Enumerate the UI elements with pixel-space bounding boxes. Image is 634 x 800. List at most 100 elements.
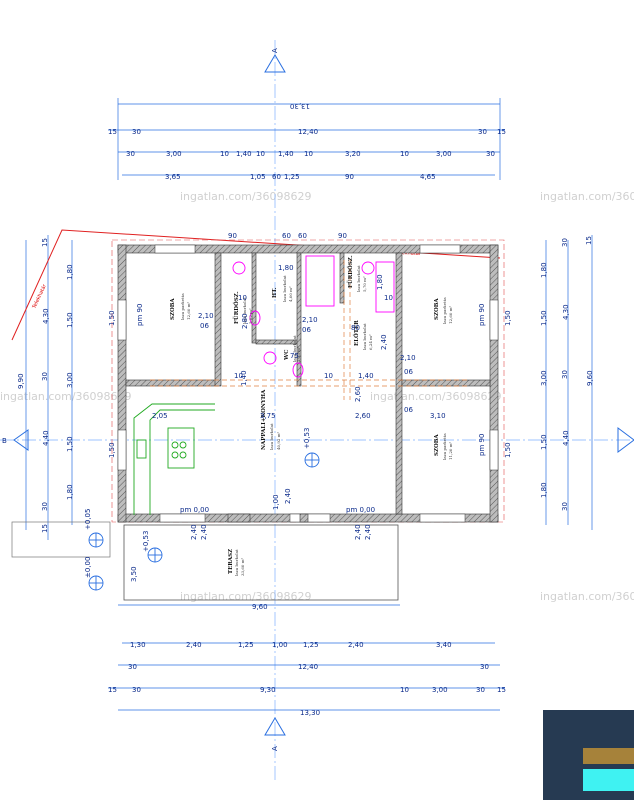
- svg-text:12,60 m²: 12,60 m²: [448, 305, 453, 324]
- svg-text:4,30: 4,30: [562, 304, 570, 320]
- section-marker-top: [264, 54, 286, 73]
- section-label-top: A: [271, 48, 279, 53]
- watermark: ingatlan.com/36098629: [540, 190, 634, 203]
- watermark: ingatlan.com/36098629: [180, 590, 312, 603]
- svg-text:10: 10: [400, 150, 409, 158]
- svg-text:1,50: 1,50: [108, 442, 116, 458]
- dim-bottom-total: 13,30: [300, 709, 320, 717]
- watermark: ingatlan.com/36098629: [180, 190, 312, 203]
- svg-text:ELŐTÉR: ELŐTÉR: [352, 320, 360, 346]
- svg-text:3,75: 3,75: [260, 412, 276, 420]
- svg-text:30: 30: [41, 372, 49, 381]
- section-marker-bottom: [264, 717, 286, 736]
- svg-text:1,50: 1,50: [540, 310, 548, 326]
- room-label-furdo-1: FÜRDŐSZ. laza burkolat 5,82 m²: [233, 291, 253, 324]
- svg-text:2,13 m²: 2,13 m²: [296, 346, 301, 362]
- svg-text:1,80: 1,80: [376, 274, 384, 290]
- level-label: +0,53: [142, 531, 150, 552]
- svg-text:12,60 m²: 12,60 m²: [186, 301, 191, 320]
- room-label-szoba-3: SZOBA laza parketta 11,20 m²: [434, 433, 453, 460]
- svg-text:4,30: 4,30: [42, 308, 50, 324]
- svg-text:30: 30: [561, 502, 569, 511]
- svg-text:2,40: 2,40: [364, 524, 372, 540]
- svg-text:5,82 m²: 5,82 m²: [248, 308, 253, 324]
- svg-text:1,50: 1,50: [66, 436, 74, 452]
- svg-text:1,00: 1,00: [272, 641, 288, 649]
- svg-text:1,50: 1,50: [108, 310, 116, 326]
- dim-right-row2: 30 4,30 30 4,40 30 15: [561, 236, 593, 511]
- svg-text:laza burkolat: laza burkolat: [356, 265, 361, 292]
- room-label-eloter: ELŐTÉR laza burkolat 6,24 m²: [352, 320, 373, 350]
- level-markers: [88, 452, 320, 591]
- svg-text:15: 15: [41, 238, 49, 247]
- svg-text:1,00: 1,00: [272, 494, 280, 510]
- svg-text:2,80: 2,80: [241, 313, 249, 329]
- svg-text:2,10: 2,10: [400, 354, 416, 362]
- dim-left-total: 9,90: [17, 373, 25, 389]
- svg-text:FÜRDŐSZ.: FÜRDŐSZ.: [347, 255, 354, 288]
- watermark: ingatlan.com/36098629: [370, 390, 502, 403]
- room-label-nappali: NAPPALI+KONYHA laza burkolat 40,92 m²: [261, 389, 281, 450]
- svg-text:FÜRDŐSZ.: FÜRDŐSZ.: [233, 291, 240, 324]
- svg-text:2,10: 2,10: [198, 312, 214, 320]
- svg-text:HT.: HT.: [272, 287, 278, 298]
- svg-text:2,40: 2,40: [200, 524, 208, 540]
- top-dimensions: [108, 98, 505, 180]
- svg-text:30: 30: [561, 370, 569, 379]
- svg-text:SZOBA: SZOBA: [170, 298, 176, 320]
- svg-text:pm 0,00: pm 0,00: [346, 506, 375, 514]
- interior-dimensions: 90 60 60 90 2,80 1,40 1,80 1,80 2,40 2,1…: [108, 232, 512, 582]
- svg-text:10: 10: [238, 294, 247, 302]
- boundary-label: Telekhatár: [30, 282, 48, 310]
- level-label: +0,05: [84, 509, 92, 530]
- svg-text:15: 15: [108, 128, 117, 136]
- svg-text:90: 90: [338, 232, 347, 240]
- room-label-wc: WC laza burkolat 2,13 m²: [284, 335, 301, 362]
- svg-text:12,40: 12,40: [298, 663, 318, 671]
- svg-text:30: 30: [478, 128, 487, 136]
- svg-text:1,40: 1,40: [358, 372, 374, 380]
- svg-text:1,05: 1,05: [250, 173, 266, 181]
- kitchen-counter: [133, 403, 215, 515]
- svg-text:15: 15: [585, 236, 593, 245]
- svg-text:4,40: 4,40: [562, 430, 570, 446]
- svg-text:pm 90: pm 90: [136, 304, 144, 326]
- svg-text:TERASZ: TERASZ: [228, 549, 234, 574]
- section-label-bottom: A: [271, 746, 279, 751]
- axis-marker-left: [13, 429, 29, 451]
- svg-text:06: 06: [404, 368, 413, 376]
- svg-text:laza burkolat: laza burkolat: [234, 549, 239, 576]
- svg-text:2,40: 2,40: [348, 641, 364, 649]
- svg-text:6,24 m²: 6,24 m²: [368, 334, 373, 350]
- svg-text:06: 06: [200, 322, 209, 330]
- dim-top-total: 13,30: [290, 102, 310, 110]
- svg-text:1,50: 1,50: [504, 310, 512, 326]
- svg-text:75: 75: [290, 352, 299, 360]
- level-label: ±0,00: [84, 557, 92, 578]
- room-label-szoba-1: SZOBA laza parketta 12,60 m²: [170, 293, 191, 320]
- svg-text:laza burkolat: laza burkolat: [362, 323, 367, 350]
- dim-right-row3: 1,80 1,50 3,00 1,50 1,80: [540, 262, 548, 498]
- svg-text:1,80: 1,80: [66, 484, 74, 500]
- svg-text:60: 60: [298, 232, 307, 240]
- svg-text:3,40: 3,40: [436, 641, 452, 649]
- terrace-outline: [123, 524, 399, 601]
- svg-text:5,70 m²: 5,70 m²: [362, 276, 367, 292]
- svg-text:pm 0,00: pm 0,00: [180, 506, 209, 514]
- watermark: ingatlan.com/36098629: [540, 590, 634, 603]
- svg-text:1,25: 1,25: [303, 641, 319, 649]
- room-label-ht: HT. laza burkolat 4,00 m²: [272, 275, 293, 302]
- svg-text:3,00: 3,00: [436, 150, 452, 158]
- svg-text:30: 30: [476, 686, 485, 694]
- svg-text:4,40: 4,40: [42, 430, 50, 446]
- svg-text:3,20: 3,20: [345, 150, 361, 158]
- svg-text:9,30: 9,30: [260, 686, 276, 694]
- svg-text:10: 10: [384, 294, 393, 302]
- svg-text:15: 15: [108, 686, 117, 694]
- beam-lines: [150, 260, 470, 400]
- svg-text:2,10: 2,10: [302, 316, 318, 324]
- svg-text:06: 06: [404, 406, 413, 414]
- svg-text:1,50: 1,50: [504, 442, 512, 458]
- room-label-furdo-2: FÜRDŐSZ. laza burkolat 5,70 m²: [347, 255, 367, 292]
- svg-text:1,40: 1,40: [278, 150, 294, 158]
